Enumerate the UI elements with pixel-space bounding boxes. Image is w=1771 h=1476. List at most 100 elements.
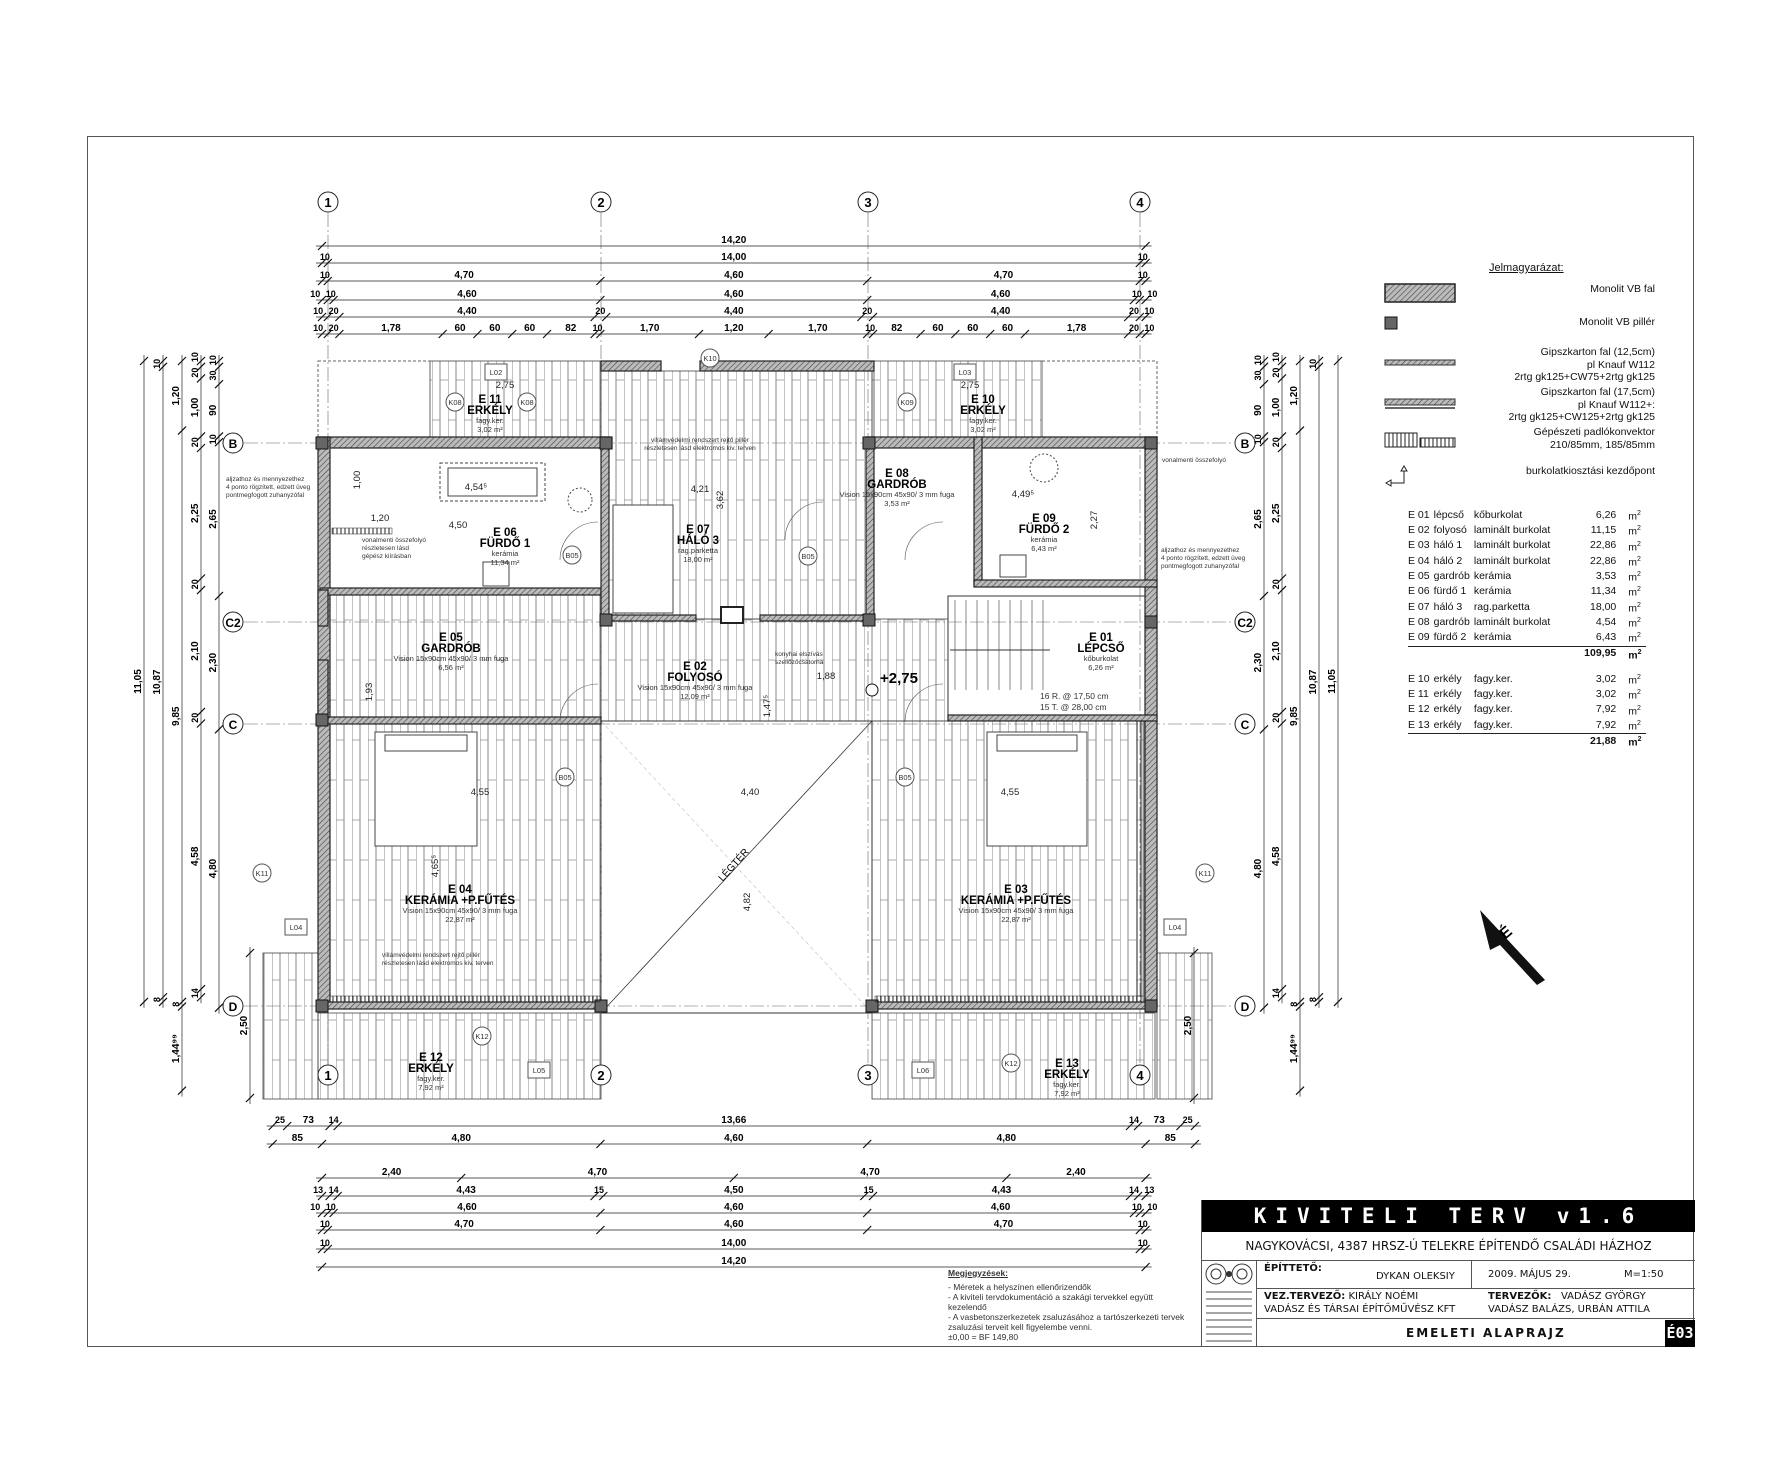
- floor-convector: [1136, 720, 1144, 997]
- drawing-title: EMELETI ALAPRAJZ: [1406, 1326, 1566, 1340]
- dimension-tick: [177, 1086, 187, 1096]
- dimension-tick: [196, 443, 206, 453]
- dimension-tick: [1314, 356, 1324, 366]
- dimension-label: 1,00: [1271, 397, 1282, 417]
- dimension-label: 60: [524, 323, 536, 334]
- axis-label-C: C: [1241, 718, 1250, 732]
- dimension-label: 4,58: [1271, 846, 1282, 866]
- dimension-label: 10: [313, 306, 323, 316]
- area-unit: m2: [1628, 673, 1641, 687]
- dimension-label: 20: [595, 306, 605, 316]
- plan-note: 4 ponto rögzített, edzett üveg: [1161, 555, 1246, 562]
- dimension-label: 60: [454, 323, 466, 334]
- dimension-tick: [177, 426, 187, 436]
- dimension-tick: [214, 379, 224, 389]
- dimension-tick: [317, 258, 327, 268]
- dimension-label: 60: [489, 323, 501, 334]
- element-tag: K10: [703, 354, 716, 363]
- area-unit: m2: [1628, 601, 1641, 615]
- floor-convector: [329, 995, 601, 1003]
- dimension-label: 10: [320, 1219, 330, 1229]
- north-arrow-icon: [1480, 910, 1545, 985]
- dimension-tick: [317, 329, 327, 339]
- dimension-label: 8: [152, 997, 162, 1002]
- dimension-tick: [177, 1002, 187, 1011]
- legend-text: Monolit VB pillér: [1579, 316, 1655, 328]
- dimension-tick: [317, 1225, 327, 1235]
- dimension-tick: [859, 1191, 869, 1201]
- dimension-tick: [139, 356, 149, 366]
- dimension-tick: [214, 724, 224, 734]
- dimension-tick: [323, 312, 333, 322]
- dimension-label: 2,50: [239, 1015, 250, 1035]
- dimension-label: 1,70: [640, 323, 660, 334]
- dimension-tick: [317, 312, 327, 322]
- dimension-label: 10: [313, 323, 323, 333]
- dimension-chain-b8: 14,20: [316, 1256, 1152, 1272]
- dimension-tick: [1129, 1208, 1139, 1218]
- dimension-tick: [1314, 992, 1324, 1002]
- dimension-label: 9,85: [1289, 706, 1300, 726]
- dimension-label: 1,20: [171, 386, 182, 406]
- dimension-label: 2,65: [1253, 509, 1264, 529]
- dimension-tick: [438, 329, 448, 339]
- dimension-tick: [317, 1173, 327, 1183]
- pillar: [315, 999, 329, 1013]
- dimension-tick: [323, 1208, 333, 1218]
- room-name: FÜRDŐ 1: [480, 537, 531, 550]
- dimension-label: 60: [1002, 323, 1014, 334]
- plan-note: aljzathoz és mennyezethez: [226, 476, 304, 483]
- dimension-label: 10: [310, 1202, 320, 1212]
- dimension-label: 10: [1308, 359, 1318, 369]
- area-unit: m2: [1628, 617, 1641, 630]
- tag-circle: [445, 392, 465, 412]
- legend-text-block: Monolit VB fal: [1590, 283, 1655, 296]
- area-unit: m2: [1628, 555, 1641, 569]
- monolith-pillar-swatch-icon: [1384, 316, 1398, 333]
- dimension-tick: [1277, 585, 1287, 595]
- room-code: E 13: [1408, 717, 1434, 735]
- room-name: FÜRDŐ 2: [1019, 523, 1069, 536]
- axis-label-1: 1: [324, 195, 331, 210]
- dimension-label: 4,40: [457, 306, 477, 317]
- dimension-label: 73: [303, 1115, 315, 1126]
- room-name: fürdő 1: [1433, 585, 1467, 598]
- axis-bubble: [317, 1064, 339, 1086]
- dimension-tick: [245, 948, 255, 958]
- room-code: E 03: [1004, 884, 1028, 896]
- note-line: - A vasbetonszerkezetek zsaluzásához a t…: [948, 1312, 1185, 1332]
- room-finish: fagy.ker.: [1473, 703, 1513, 716]
- room-area: 4,54: [1595, 615, 1617, 628]
- room-name: erkély: [1433, 688, 1462, 701]
- dimension-tick: [1277, 443, 1287, 453]
- stair-rise-text: 16 R. @ 17,50 cm: [1040, 691, 1109, 701]
- element-tag: B05: [565, 551, 578, 560]
- room-detail: fagy.ker.: [1053, 1080, 1081, 1089]
- dimension-tick: [196, 373, 206, 383]
- element-tag: K08: [520, 398, 533, 407]
- element-tag: K12: [475, 1032, 488, 1041]
- room-area: 22,86: [1589, 539, 1617, 552]
- room-name: lépcső: [1433, 508, 1464, 521]
- dimension-label: 10: [208, 434, 218, 444]
- room-name: fürdő 2: [1433, 630, 1474, 647]
- void-diagonal: [600, 720, 873, 1014]
- dimension-tick: [1189, 1093, 1199, 1103]
- dimension-tick: [139, 997, 149, 1007]
- dimension-tick: [595, 329, 605, 339]
- room-name: erkély: [1433, 672, 1462, 685]
- dimension-tick: [1277, 362, 1287, 372]
- dimension-tick: [1141, 312, 1151, 322]
- dimension-label: 1,44⁹⁹: [171, 1034, 182, 1063]
- axis-label-C2: C2: [225, 616, 241, 630]
- dimension-label: 1,70: [808, 323, 828, 334]
- plan-note: részletesen lásd: [362, 545, 409, 552]
- tag-box: [911, 1061, 935, 1079]
